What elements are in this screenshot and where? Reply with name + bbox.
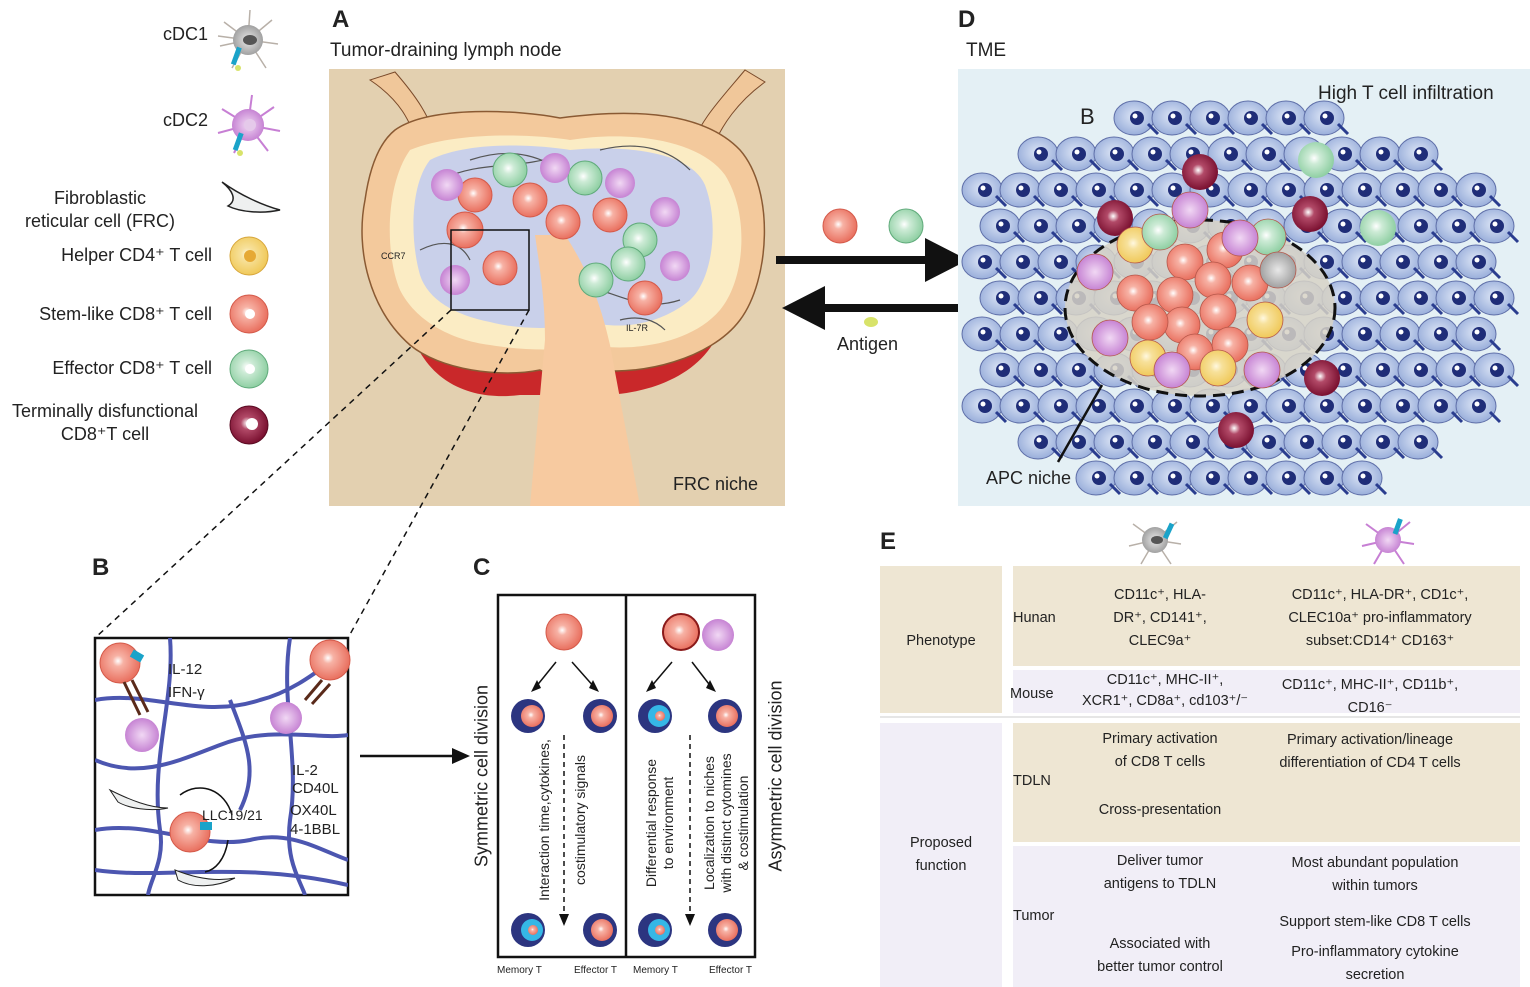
high-infiltration-label: High T cell infiltration <box>1318 83 1494 104</box>
panel-d-letter: D <box>958 6 976 33</box>
zoom-line-right <box>347 309 530 639</box>
tdln-cdc2-function: Primary activation/lineage differentiati… <box>1279 732 1461 771</box>
asym-text-1: Differential response <box>643 758 659 888</box>
mouse-cdc2-phenotype: CD11c⁺, MHC-II⁺, CD11b⁺, CD16⁻ <box>1281 677 1459 716</box>
cd40l-label: CD40L <box>292 780 339 797</box>
legend-label-frc: Fibroblastic reticular cell (FRC) <box>24 188 175 231</box>
il7r-label: IL-7R <box>626 323 649 333</box>
legend-effector-icon <box>229 349 269 389</box>
sym-text-1: Interaction time,cytokines, <box>536 739 552 901</box>
tdln-label: TDLN <box>1013 773 1051 789</box>
panel-a-niche-label: FRC niche <box>673 474 759 494</box>
tumor-cdc1-function-1: Deliver tumor antigens to TDLN <box>1103 853 1217 892</box>
panel-a-title: Tumor-draining lymph node <box>330 40 562 61</box>
llc-label: LLC19/21 <box>202 807 263 823</box>
tumor-cdc1-function-2: Associated with better tumor control <box>1097 936 1223 975</box>
il12-label: IL-12 <box>168 661 203 678</box>
sym-text-2: costimulatory signals <box>572 755 588 885</box>
panel-b-cells <box>99 639 351 887</box>
4-1bbl-label: 4-1BBL <box>290 821 341 838</box>
panel-e-letter: E <box>880 528 897 555</box>
human-cdc2-phenotype: CD11c⁺, HLA-DR⁺, CD1c⁺, CLEC10a⁺ pro-inf… <box>1288 587 1472 649</box>
tdln-cdc1-function-1: Primary activation of CD8 T cells <box>1102 731 1218 770</box>
panel-c-letter: C <box>473 554 491 581</box>
memory-label-1: Memory T <box>497 965 542 976</box>
legend-term-icon <box>229 405 269 445</box>
asym-text-2: to environment <box>660 776 676 870</box>
mouse-label: Mouse <box>1010 686 1054 702</box>
legend-cdc2-icon <box>217 94 281 156</box>
apc-niche-label: APC niche <box>986 468 1072 488</box>
panel-c-cells <box>511 613 742 947</box>
symmetric-division-label: Symmetric cell division <box>471 684 492 868</box>
mouse-cdc1-phenotype: CD11c⁺, MHC-II⁺, XCR1⁺, CD8a⁺, cd103⁺/⁻ <box>1081 672 1248 709</box>
panel-e-table-bg <box>880 566 1520 987</box>
effector-label-2: Effector T <box>709 965 752 976</box>
asym-text-3: Localization to niches <box>701 756 717 890</box>
antigen-label: Antigen <box>837 334 899 354</box>
il2-label: IL-2 <box>292 762 318 779</box>
legend-frc-icon <box>221 181 281 213</box>
hunan-label: Hunan <box>1013 610 1056 626</box>
tumor-cdc2-function-1: Most abundant population within tumors <box>1291 855 1459 894</box>
tumor-label: Tumor <box>1013 908 1055 924</box>
panel-a-cells <box>431 152 690 316</box>
legend-label-stem: Stem-like CD8⁺ T cell <box>39 304 212 324</box>
tdln-cdc1-function-2: Cross-presentation <box>1098 802 1222 818</box>
lymph-efferent-vessel <box>530 235 640 506</box>
zoom-line-left <box>94 309 452 639</box>
panel-a-letter: A <box>332 6 350 33</box>
asymmetric-division-label: Asymmetric cell division <box>765 680 786 872</box>
ifng-label: IFN-γ <box>168 684 205 701</box>
panel-a-zoom-box <box>450 229 530 311</box>
panel-d-title: TME <box>966 40 1007 61</box>
tumor-cdc2-function-3: Pro-inflammatory cytokine secretion <box>1291 944 1459 983</box>
legend-helper-icon <box>229 236 269 276</box>
asym-text-4: with distinct cytomines <box>718 753 734 893</box>
panel-e-cdc2-header-icon <box>1361 518 1415 565</box>
proposed-function-label: Proposed function <box>909 835 973 874</box>
effector-label-1: Effector T <box>574 965 617 976</box>
phenotype-label: Phenotype <box>906 633 976 649</box>
human-cdc1-phenotype: CD11c⁺, HLA- DR⁺, CD141⁺, CLEC9a⁺ <box>1113 587 1207 649</box>
panel-e-cdc1-header-icon <box>1128 521 1182 565</box>
legend-label-effector: Effector CD8⁺ T cell <box>52 358 212 378</box>
apc-niche-cells <box>1076 191 1297 389</box>
memory-label-2: Memory T <box>633 965 678 976</box>
ox40l-label: OX40L <box>290 802 337 819</box>
legend-cdc1-icon <box>217 9 279 71</box>
apc-niche-pointer <box>1056 384 1104 463</box>
legend-label-cdc2: cDC2 <box>162 110 208 130</box>
tumor-cdc2-function-2: Support stem-like CD8 T cells <box>1279 914 1471 930</box>
legend-stem-icon <box>229 294 269 334</box>
migration-arrows <box>776 208 968 330</box>
legend-label-term: Terminally disfunctional CD8⁺T cell <box>11 401 199 444</box>
ccr7-label: CCR7 <box>381 251 406 261</box>
panel-d-sub-letter: B <box>1080 104 1095 129</box>
legend-label-helper: Helper CD4⁺ T cell <box>61 245 212 265</box>
panel-b-letter: B <box>92 554 110 581</box>
asym-text-5: & costimulation <box>735 775 751 871</box>
legend-label-cdc1: cDC1 <box>162 24 208 44</box>
